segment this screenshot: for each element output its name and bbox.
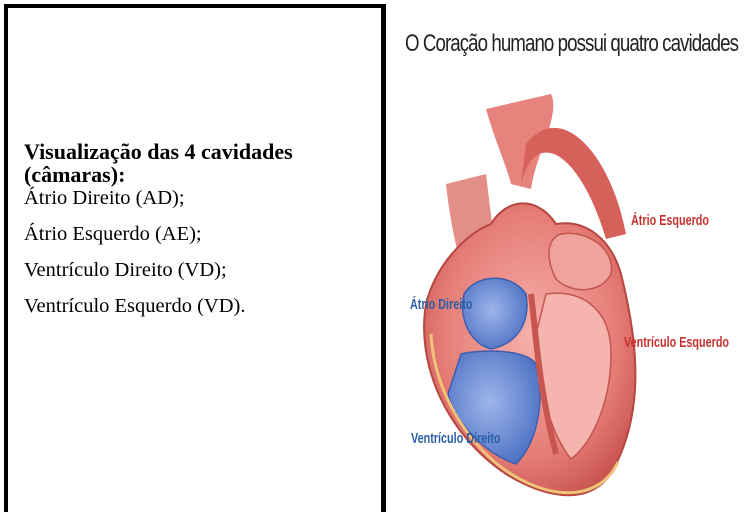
label-atrio-direito: Átrio Direito [410, 296, 473, 313]
septum-shape [528, 293, 559, 455]
right-ventricle-shape [447, 350, 541, 465]
fat-layer-shape [429, 333, 620, 495]
chamber-list: Visualização das 4 cavidades (câmaras): … [24, 140, 369, 318]
list-item-ad: Átrio Direito (AD); [24, 187, 185, 209]
table-border-left [4, 4, 8, 512]
heart-diagram [423, 94, 637, 497]
list-item-vd: Ventrículo Direito (VD); [24, 259, 227, 281]
list-heading: Visualização das 4 cavidades (câmaras): [24, 139, 293, 187]
label-ventriculo-direito: Ventrículo Direito [411, 430, 501, 447]
table-border-top [4, 4, 384, 8]
aortic-arch-shape [521, 127, 626, 239]
list-item-ae: Átrio Esquerdo (AE); [24, 223, 202, 245]
aorta-shape [486, 94, 554, 189]
heart-illustration-cell: O Coração humano possui quatro cavidades… [386, 4, 747, 512]
table-border-divider [381, 4, 386, 512]
list-item-ve: Ventrículo Esquerdo (VD). [24, 295, 246, 317]
label-atrio-esquerdo: Átrio Esquerdo [631, 212, 710, 229]
right-atrium-shape [461, 277, 528, 350]
left-atrium-shape [548, 232, 613, 291]
illustration-title: O Coração humano possui quatro cavidades [405, 30, 739, 57]
label-ventriculo-esquerdo: Ventrículo Esquerdo [624, 334, 730, 351]
